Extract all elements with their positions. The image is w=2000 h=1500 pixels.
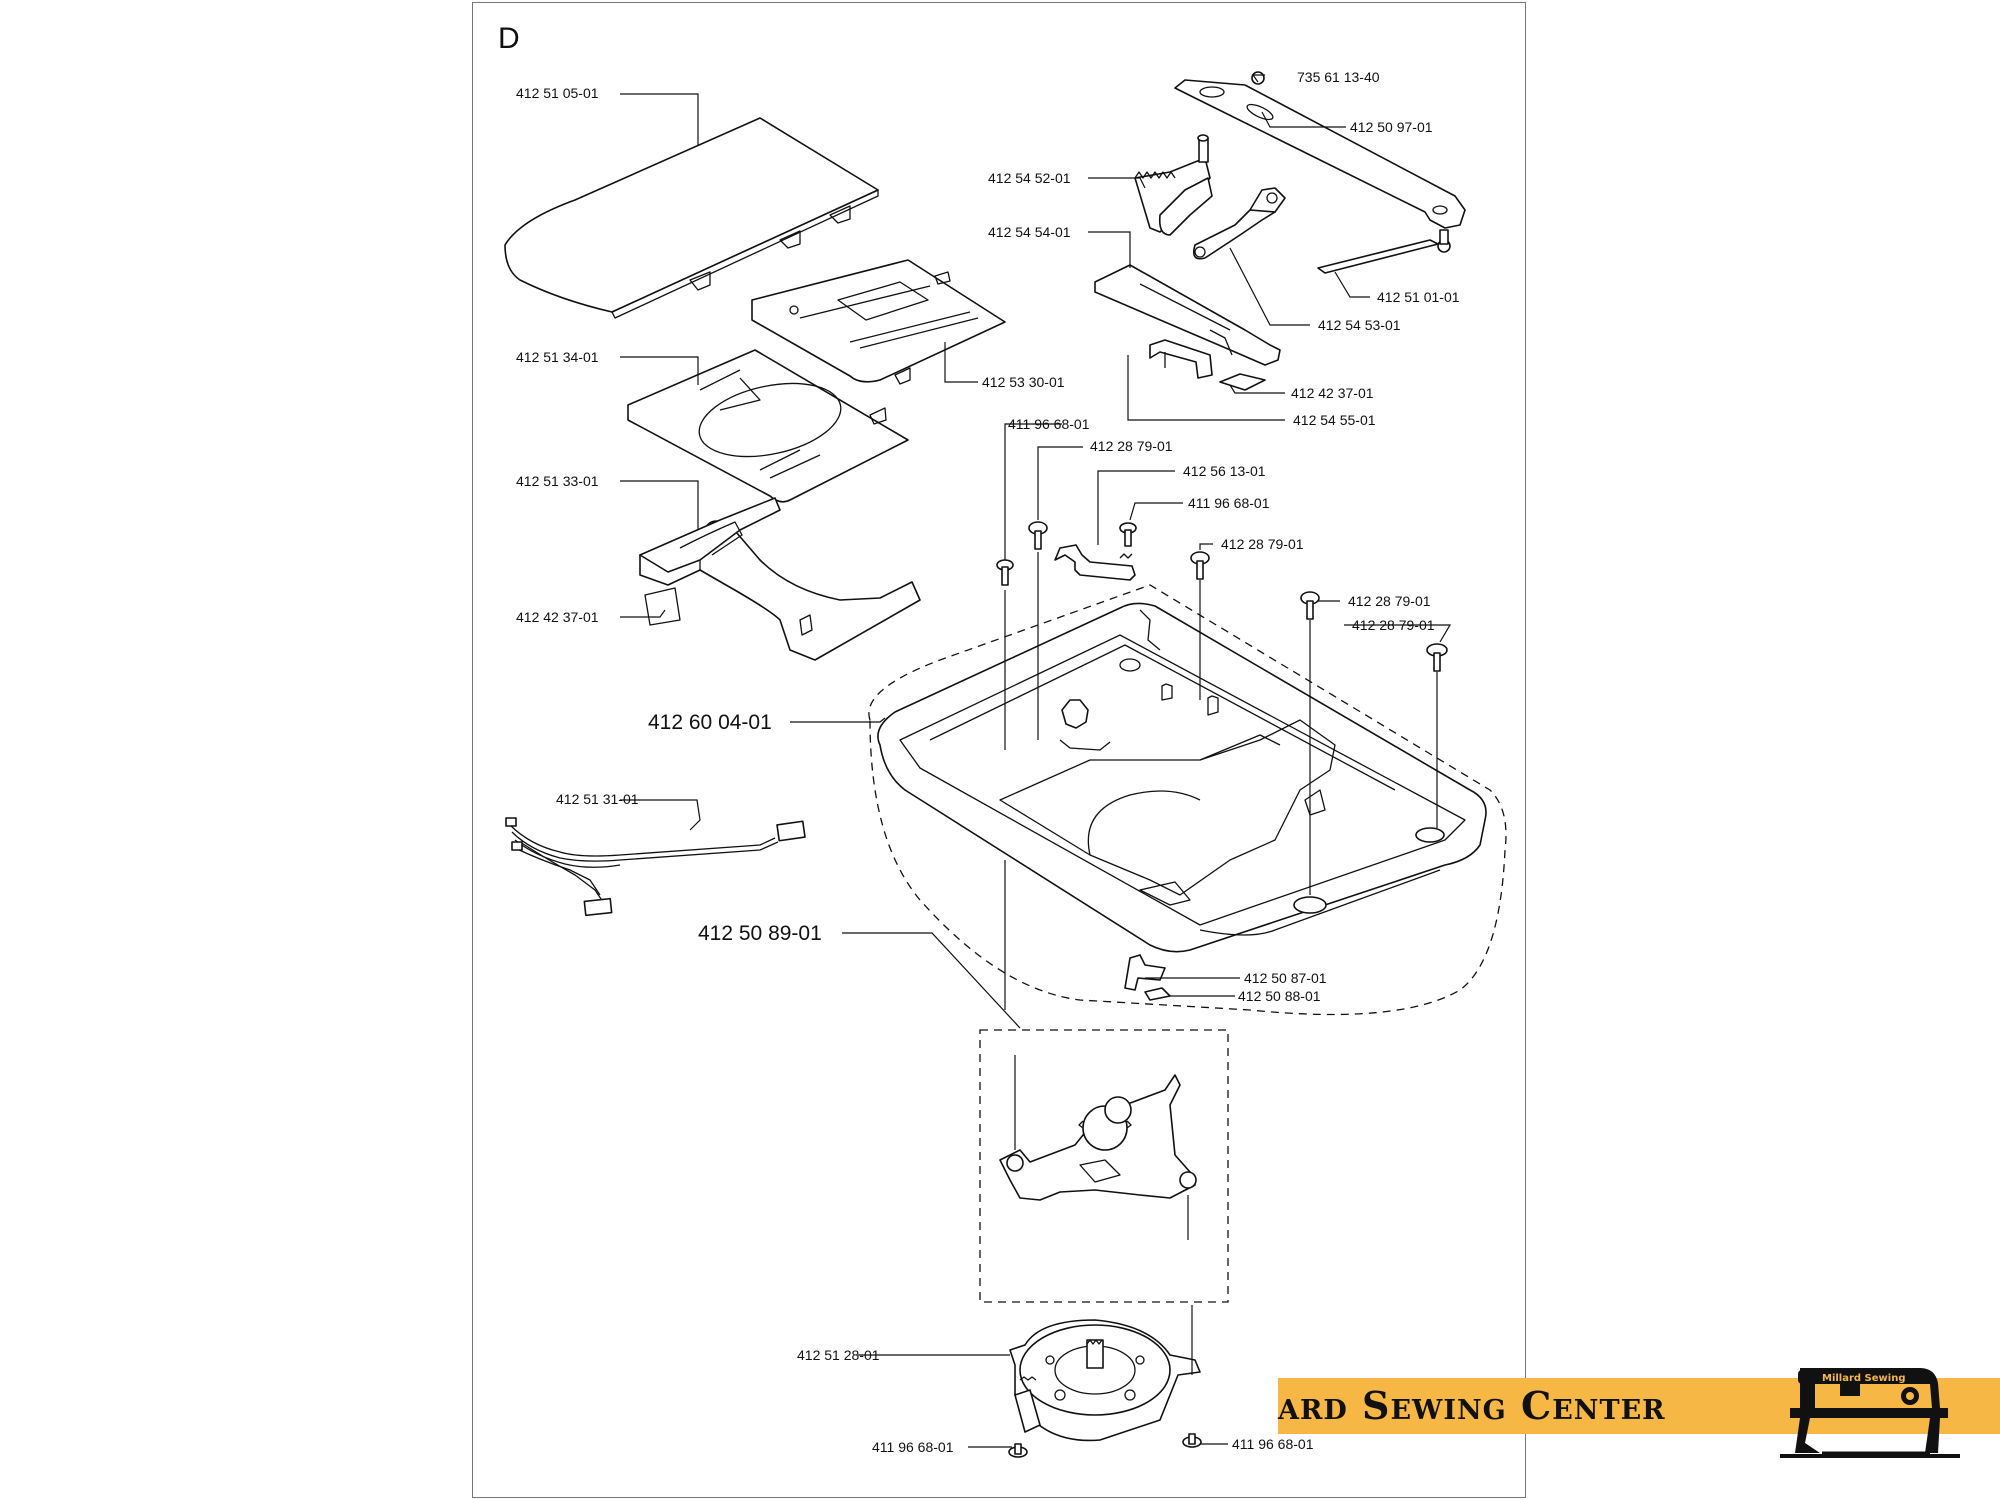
part-label: 412 42 37-01 xyxy=(516,609,599,625)
part-label: 411 96 68-01 xyxy=(1188,495,1270,511)
logo-text: Millard Sewing xyxy=(1822,1373,1905,1384)
screw-icon xyxy=(1028,521,1048,550)
part-label: 412 53 30-01 xyxy=(982,374,1065,390)
part-label: 735 61 13-40 xyxy=(1297,69,1380,85)
wire-harness-drawing xyxy=(505,817,806,917)
stepper-motor-drawing xyxy=(1008,1319,1202,1458)
part-label: 412 28 79-01 xyxy=(1352,617,1435,633)
screw-icon xyxy=(1426,643,1448,672)
store-banner xyxy=(1278,1378,2000,1434)
part-label: 412 28 79-01 xyxy=(1090,438,1173,454)
part-label: 412 54 54-01 xyxy=(988,224,1071,240)
part-label: 412 50 97-01 xyxy=(1350,119,1433,135)
bobbin-cover-drawing xyxy=(627,349,909,503)
top-cover-drawing xyxy=(504,117,879,319)
part-label: 412 51 31-01 xyxy=(556,791,639,807)
part-label: 412 54 52-01 xyxy=(988,170,1071,186)
part-label: 412 51 05-01 xyxy=(516,85,599,101)
thin-rod-drawing xyxy=(1317,229,1451,274)
part-label: 412 51 33-01 xyxy=(516,473,599,489)
part-label: 412 54 55-01 xyxy=(1293,412,1376,428)
part-label: 412 56 13-01 xyxy=(1183,463,1266,479)
lever-drawing xyxy=(1192,187,1286,260)
small-bracket-drawing xyxy=(1149,339,1266,391)
sewing-machine-logo: Millard Sewing xyxy=(1780,1368,1960,1458)
part-label: 412 51 28-01 xyxy=(797,1347,880,1363)
part-label: 412 50 88-01 xyxy=(1238,988,1321,1004)
part-label: 411 96 68-01 xyxy=(1008,416,1090,432)
gear-sector-drawing xyxy=(1134,134,1213,236)
section-letter: D xyxy=(498,22,520,55)
part-label: 412 51 34-01 xyxy=(516,349,599,365)
store-banner-text: ard Sewing Center xyxy=(1278,1383,1666,1428)
part-label: 412 28 79-01 xyxy=(1348,593,1431,609)
part-label: 411 96 68-01 xyxy=(872,1439,954,1455)
part-label: 412 54 53-01 xyxy=(1318,317,1401,333)
part-label: 412 50 87-01 xyxy=(1244,970,1327,986)
screw-icon xyxy=(1008,1443,1028,1458)
screw-icon xyxy=(996,559,1014,586)
part-label: 412 51 01-01 xyxy=(1377,289,1460,305)
screw-icon xyxy=(1190,551,1210,580)
leader-lines xyxy=(620,74,1452,1448)
screw-icon xyxy=(1119,522,1137,547)
part-label: 411 96 68-01 xyxy=(1232,1436,1314,1452)
bobbin-frame-drawing xyxy=(639,497,921,661)
part-label: 412 50 89-01 xyxy=(698,922,822,945)
screw-icon xyxy=(1300,591,1320,620)
part-labels: 735 61 13-40 412 50 97-01 412 54 52-01 4… xyxy=(516,69,1460,1455)
long-guide-drawing xyxy=(1094,264,1281,366)
gear-assembly-drawing xyxy=(979,1029,1229,1303)
screw-icon xyxy=(1182,1433,1202,1448)
base-plate-drawing xyxy=(868,584,1507,1016)
slider-bar-drawing xyxy=(1174,71,1466,229)
needle-plate-drawing xyxy=(751,259,1006,385)
spring-drawing xyxy=(1054,544,1136,581)
part-label: 412 28 79-01 xyxy=(1221,536,1304,552)
small-parts-drawing xyxy=(1124,954,1171,1001)
part-label: 412 60 04-01 xyxy=(648,711,772,734)
part-label: 412 42 37-01 xyxy=(1291,385,1374,401)
